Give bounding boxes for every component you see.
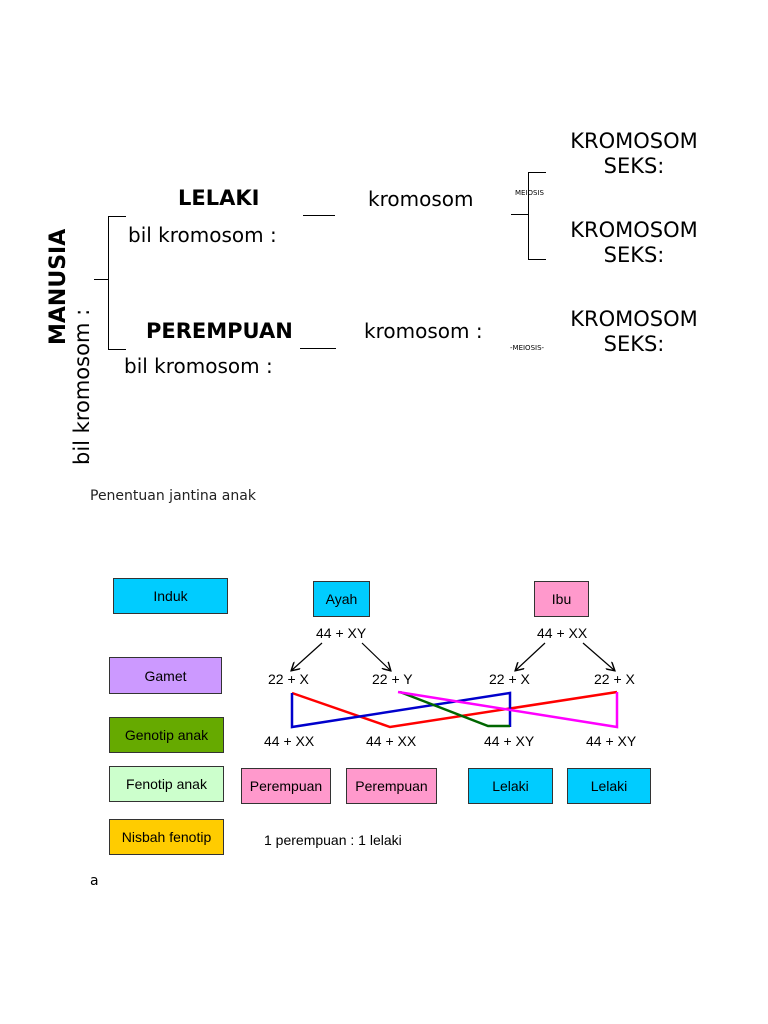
male-split-top <box>528 172 546 173</box>
row-label-induk: Induk <box>113 578 228 614</box>
male-connector <box>303 215 335 216</box>
gamete-2: 22 + Y <box>372 671 413 687</box>
offspring-genotype-3: 44 + XY <box>484 733 535 749</box>
parent-ibu-genotype: 44 + XX <box>537 625 588 641</box>
section-caption: Penentuan jantina anak <box>90 488 256 504</box>
offspring-phenotype-3: Lelaki <box>468 768 553 804</box>
male-sex-chromosome-label-2: KROMOSOM SEKS: <box>570 218 698 267</box>
brace-stem <box>94 279 108 280</box>
brace-vertical <box>108 216 109 350</box>
male-split-bottom <box>528 259 546 260</box>
gamete-3: 22 + X <box>489 671 530 687</box>
arrow-ayah-left <box>292 642 323 670</box>
offspring-phenotype-4: Lelaki <box>567 768 651 804</box>
male-heading: LELAKI <box>178 186 260 210</box>
male-split-vertical <box>528 172 529 260</box>
offspring-genotype-4: 44 + XY <box>586 733 637 749</box>
row-label-fenotip: Fenotip anak <box>109 766 224 802</box>
row-label-nisbah: Nisbah fenotip <box>109 819 224 855</box>
arrow-ibu-left <box>516 642 546 670</box>
arrow-ayah-right <box>361 642 390 670</box>
male-split-in <box>511 214 528 215</box>
arrow-ibu-right <box>582 642 614 670</box>
cross-line-green <box>399 690 510 728</box>
footer-text: a <box>90 873 99 889</box>
male-count-label: bil kromosom : <box>128 223 277 247</box>
male-meiosis-label: MEIOSIS <box>515 189 544 197</box>
parent-ayah: Ayah <box>313 581 370 617</box>
parent-ibu: Ibu <box>534 581 589 617</box>
row-label-gamet: Gamet <box>109 657 222 694</box>
female-count-label: bil kromosom : <box>124 354 273 378</box>
brace-bottom <box>108 349 126 350</box>
male-chromosome-label: kromosom : <box>368 189 473 209</box>
row-label-genotip: Genotip anak <box>109 717 224 753</box>
female-connector <box>300 348 336 349</box>
cross-line-red <box>291 690 618 729</box>
gamete-1: 22 + X <box>268 671 309 687</box>
gamete-4: 22 + X <box>594 671 635 687</box>
cross-line-magenta <box>397 690 619 729</box>
offspring-phenotype-2: Perempuan <box>346 768 437 804</box>
offspring-genotype-2: 44 + XX <box>366 733 417 749</box>
male-sex-chromosome-label-1: KROMOSOM SEKS: <box>570 129 698 178</box>
female-chromosome-label: kromosom : <box>364 319 483 343</box>
offspring-phenotype-1: Perempuan <box>241 768 331 804</box>
female-heading: PEREMPUAN <box>146 319 293 343</box>
female-meiosis-label: -MEIOSIS- <box>510 344 545 352</box>
female-sex-chromosome-label: KROMOSOM SEKS: <box>570 307 698 356</box>
phenotype-ratio: 1 perempuan : 1 lelaki <box>264 832 402 848</box>
parent-ayah-genotype: 44 + XY <box>316 625 367 641</box>
brace-top <box>108 216 126 217</box>
offspring-genotype-1: 44 + XX <box>264 733 315 749</box>
